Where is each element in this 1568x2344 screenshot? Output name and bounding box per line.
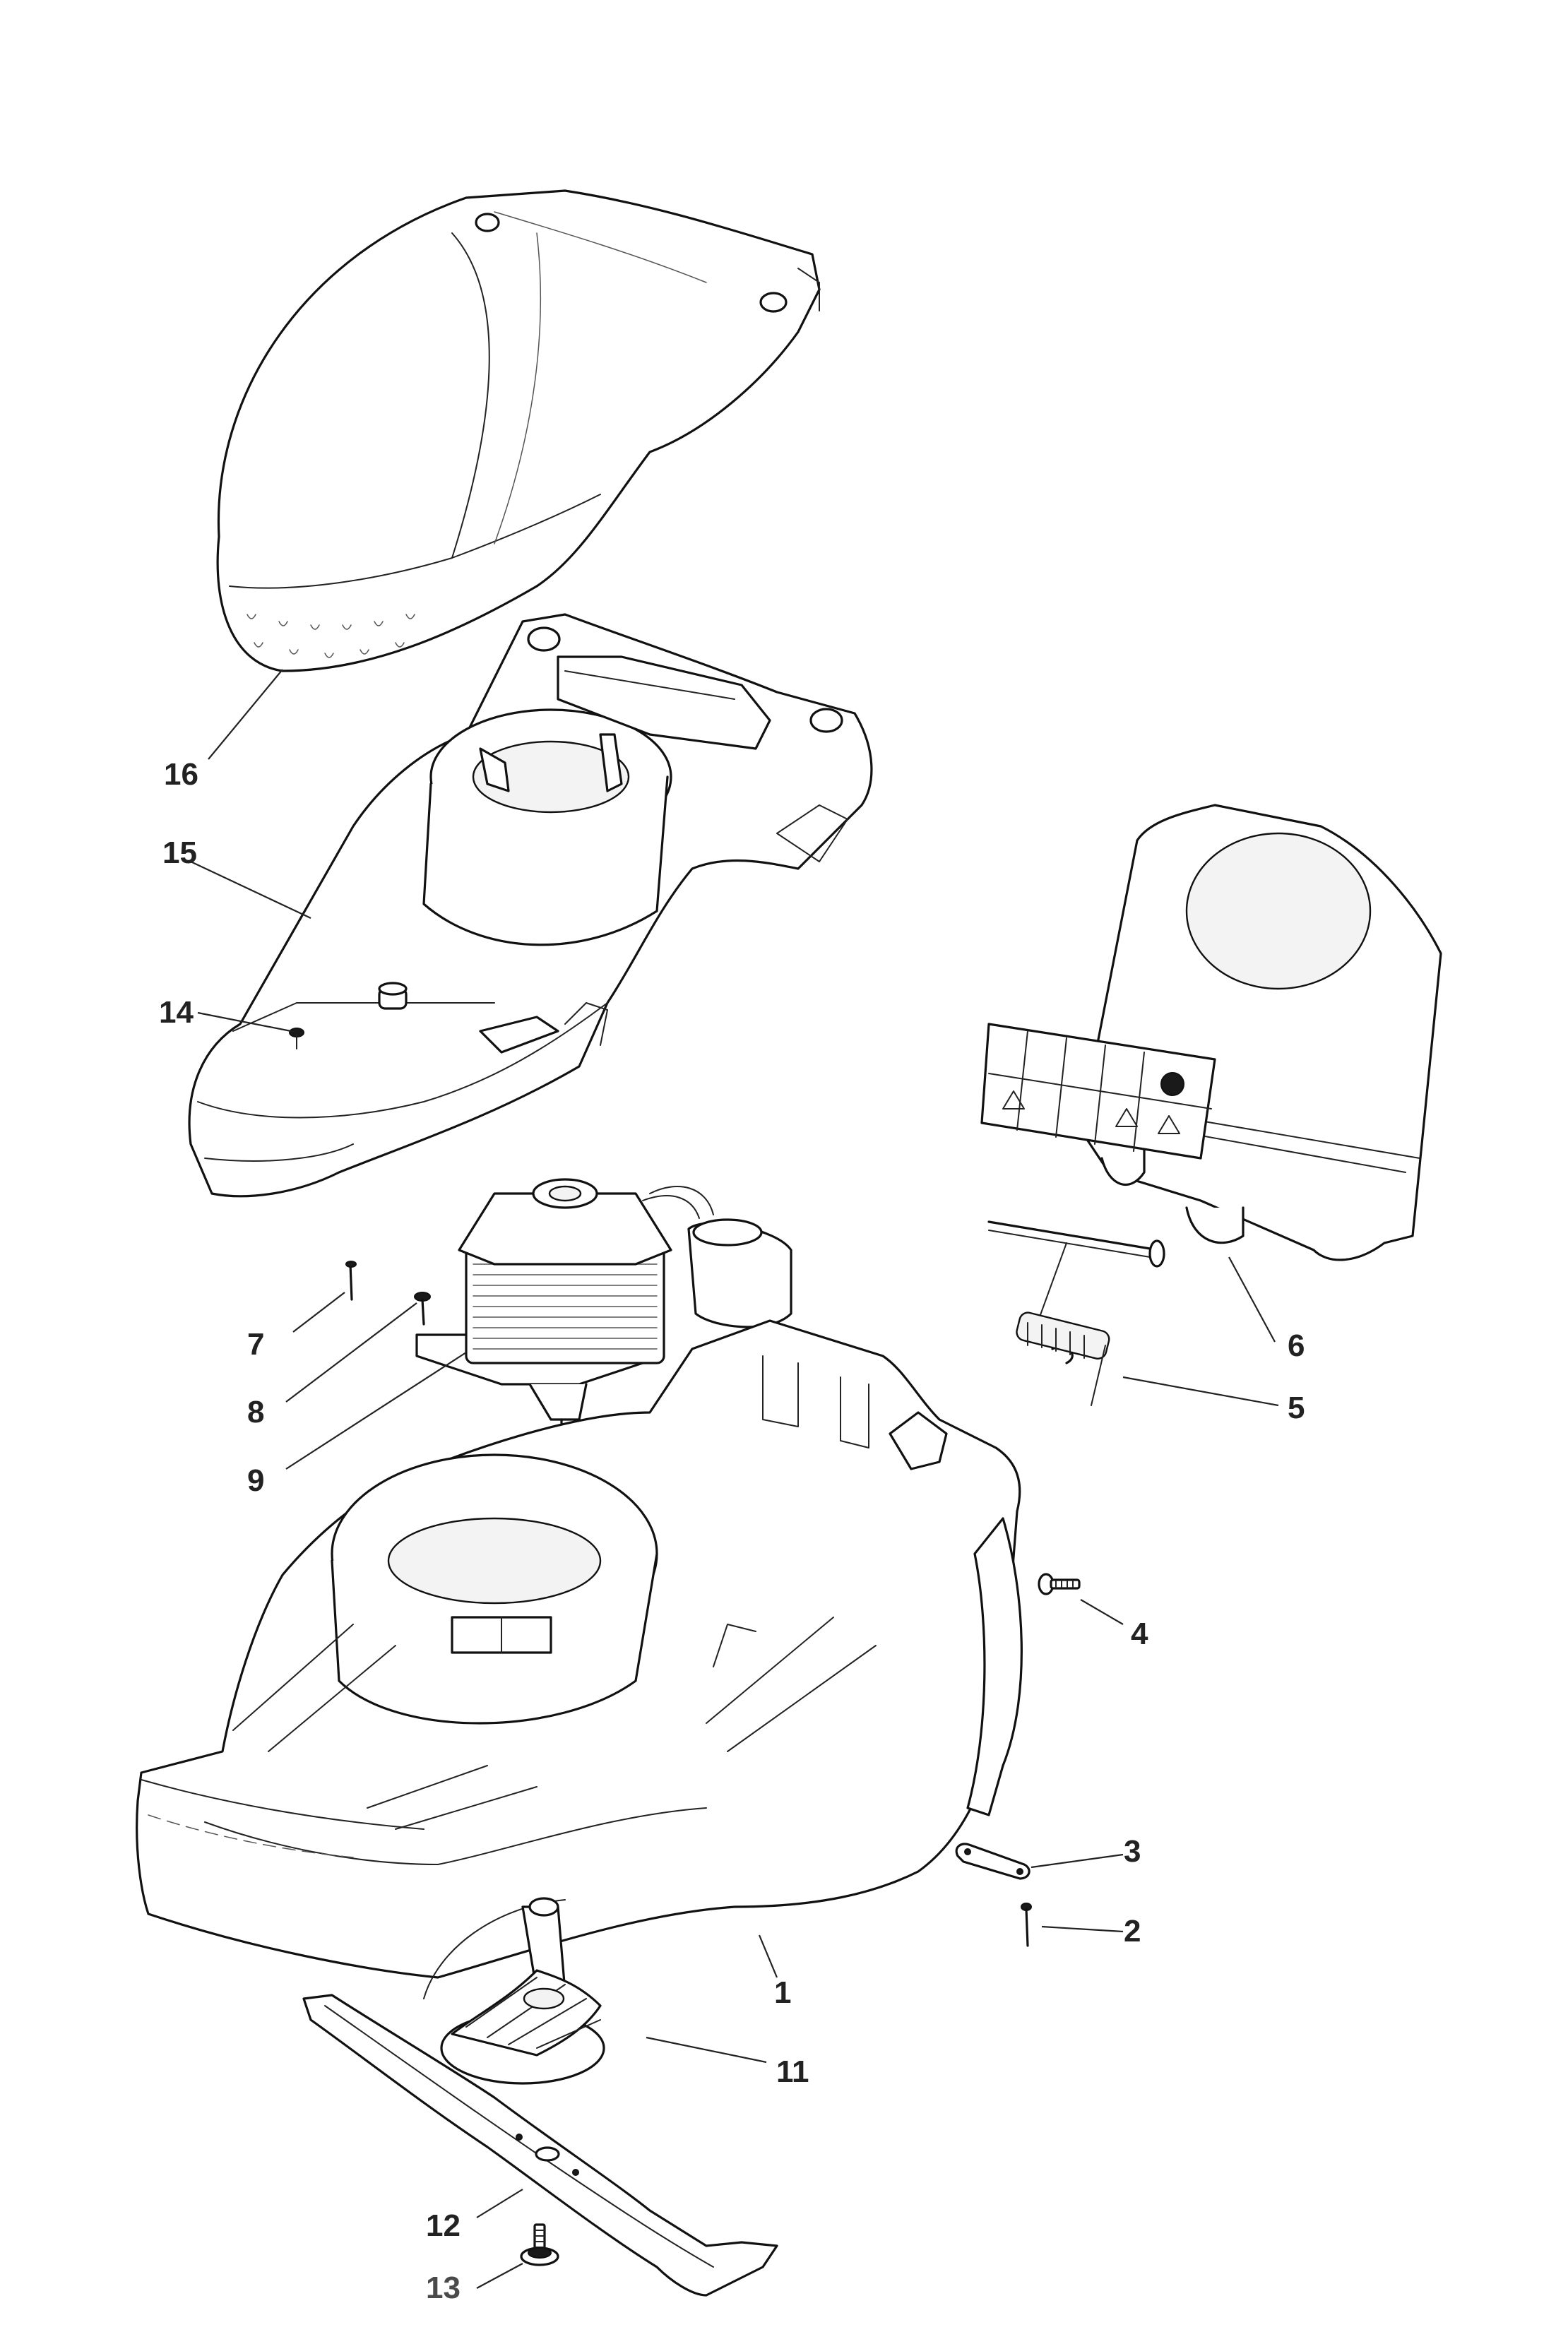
part-6-safety-label — [980, 1023, 1216, 1160]
leader-9 — [285, 1352, 467, 1470]
callout-16: 16 — [164, 757, 198, 792]
leader-5 — [1122, 1376, 1279, 1407]
callout-12: 12 — [426, 2208, 461, 2243]
callout-4: 4 — [1131, 1617, 1148, 1651]
callout-2: 2 — [1124, 1914, 1141, 1949]
leader-14 — [197, 1011, 292, 1033]
callout-7: 7 — [247, 1327, 265, 1362]
part-4-bolt — [1038, 1573, 1081, 1595]
part-16-vent-marks — [247, 614, 415, 658]
leader-8 — [285, 1302, 417, 1403]
part-16-rear-cover — [216, 189, 821, 672]
callout-13: 13 — [426, 2271, 461, 2305]
part-11-fan — [440, 1969, 605, 2085]
callout-15: 15 — [162, 835, 197, 870]
part-8-screw — [414, 1292, 431, 1326]
leader-7 — [292, 1292, 345, 1333]
leader-lines — [190, 669, 1279, 2289]
part-7-screw — [345, 1261, 357, 1301]
leader-11 — [646, 2036, 767, 2064]
leader-13 — [476, 2263, 523, 2289]
callout-14: 14 — [159, 995, 194, 1030]
part-1-mower-deck — [136, 1319, 1023, 1999]
part-9-motor — [415, 1178, 792, 1442]
leader-2 — [1041, 1925, 1124, 1933]
leader-16 — [208, 669, 283, 760]
leader-3 — [1031, 1853, 1124, 1869]
leader-1 — [758, 1934, 778, 1978]
part-3-link-plate — [955, 1843, 1031, 1880]
callout-6: 6 — [1288, 1328, 1305, 1363]
callout-9: 9 — [247, 1463, 265, 1498]
callout-3: 3 — [1124, 1834, 1141, 1869]
leader-6 — [1228, 1256, 1276, 1343]
callout-1: 1 — [774, 1975, 792, 2010]
part-15-motor-housing — [188, 613, 873, 1198]
part-2-screw — [1021, 1903, 1032, 1947]
part-5-spring — [1016, 1242, 1110, 1406]
callout-11: 11 — [776, 2054, 809, 2089]
part-6-grassbox-lid — [980, 804, 1442, 1268]
leader-4 — [1080, 1599, 1124, 1625]
callout-5: 5 — [1288, 1391, 1305, 1425]
part-12-blade — [302, 1994, 778, 2297]
callout-8: 8 — [247, 1395, 265, 1429]
leader-12 — [476, 2189, 523, 2218]
leader-15 — [190, 861, 311, 919]
part-13-blade-bolt — [520, 2223, 559, 2266]
part-14-screw — [289, 1028, 304, 1049]
